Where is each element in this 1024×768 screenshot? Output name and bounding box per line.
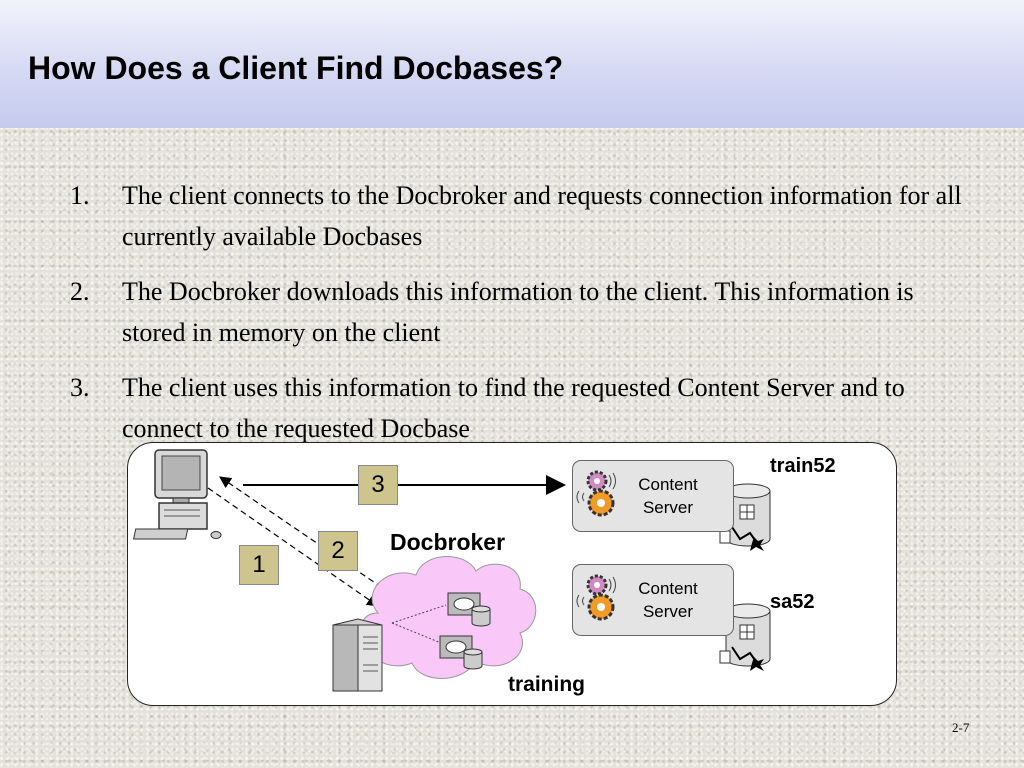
docbase-sa52-icon xyxy=(719,603,771,671)
docbroker-host-label: training xyxy=(508,673,585,696)
diagram-graphics xyxy=(132,449,771,692)
step-item: 3. The client uses this information to f… xyxy=(70,367,970,449)
content-server-sa52: Content Server xyxy=(572,564,734,636)
step-text: The Docbroker downloads this information… xyxy=(122,277,914,347)
docbase-sa52-label: sa52 xyxy=(770,591,815,613)
step1-arrow xyxy=(207,487,379,607)
page-number: 2-7 xyxy=(952,720,970,735)
content-server-label: Content Server xyxy=(638,579,698,621)
docbroker-label: Docbroker xyxy=(390,529,506,555)
step-text: The client connects to the Docbroker and… xyxy=(122,181,962,251)
docbase-train52-icon xyxy=(719,483,771,551)
docbase-db-icon xyxy=(447,592,491,627)
step-number: 2. xyxy=(70,277,90,306)
step-item: 2. The Docbroker downloads this informat… xyxy=(70,271,970,353)
docbase-train52-label: train52 xyxy=(770,455,836,477)
content-server-train52: Content Server xyxy=(572,460,734,532)
slide-title: How Does a Client Find Docbases? xyxy=(28,50,564,86)
gears-icon xyxy=(576,574,616,621)
step-text: The client uses this information to find… xyxy=(122,373,905,443)
docbase-db-icon xyxy=(439,635,483,670)
content-server-label: Content Server xyxy=(638,475,698,517)
docbroker-cloud xyxy=(362,556,537,679)
step2-arrow xyxy=(219,476,391,594)
server-tower-icon xyxy=(332,618,383,692)
client-computer-icon xyxy=(132,449,222,540)
step-box-3: 3 xyxy=(358,465,398,505)
gears-icon xyxy=(576,470,616,517)
step-item: 1. The client connects to the Docbroker … xyxy=(70,175,970,257)
slide-header: How Does a Client Find Docbases? xyxy=(0,0,1024,128)
steps-list: 1. The client connects to the Docbroker … xyxy=(70,175,970,463)
step-box-1: 1 xyxy=(239,545,279,585)
step-number: 3. xyxy=(70,373,90,402)
step-number: 1. xyxy=(70,181,90,210)
step-box-2: 2 xyxy=(318,531,358,571)
docbroker-diagram: Content Server Content Server 1 2 3 Docb… xyxy=(127,442,897,706)
